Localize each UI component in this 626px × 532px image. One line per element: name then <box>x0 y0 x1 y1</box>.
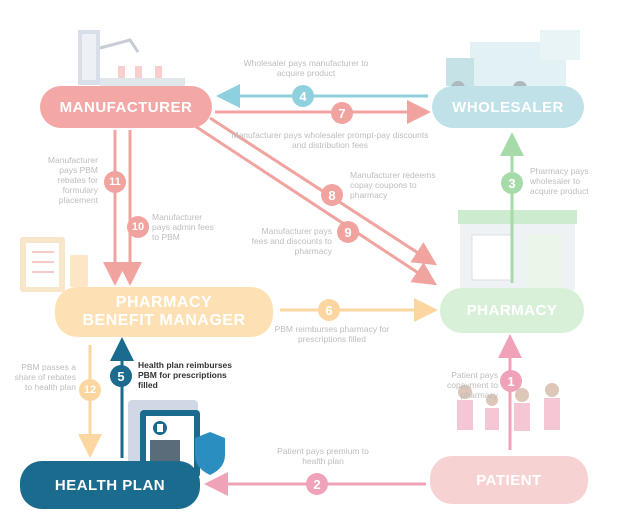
flow-badge-1: 1 <box>500 370 522 392</box>
pharmacy-label: PHARMACY <box>466 302 558 319</box>
flow-badge-4: 4 <box>292 85 314 107</box>
flow-caption-10: Manufacturer pays admin fees to PBM <box>152 212 214 242</box>
patient-label: PATIENT <box>476 471 542 489</box>
flow-caption-6: PBM reimburses pharmacy for prescription… <box>274 324 390 344</box>
patients-icon <box>457 383 560 431</box>
wholesaler-label: WHOLESALER <box>452 98 564 116</box>
manufacturer-label: MANUFACTURER <box>59 98 193 116</box>
flow-badge-6: 6 <box>318 299 340 321</box>
pbm-node: PHARMACY BENEFIT MANAGER <box>55 287 273 337</box>
flow-caption-2: Patient pays premium to health plan <box>277 446 369 466</box>
patient-node: PATIENT <box>430 456 588 504</box>
wholesaler-node: WHOLESALER <box>432 86 584 128</box>
manufacturer-node: MANUFACTURER <box>40 86 212 128</box>
pharmacy-node: PHARMACY <box>440 288 584 333</box>
flow-badge-3: 3 <box>501 172 523 194</box>
health-plan-label: HEALTH PLAN <box>54 476 166 494</box>
shield-icon <box>195 432 225 475</box>
flow-caption-5: Health plan reimburses PBM for prescript… <box>138 360 233 390</box>
flow-badge-12: 12 <box>79 379 101 401</box>
flow-caption-7: Manufacturer pays wholesaler prompt-pay … <box>231 130 429 150</box>
flow-badge-9: 9 <box>337 221 359 243</box>
flow-arrows <box>78 84 524 496</box>
flow-badge-7: 7 <box>331 102 353 124</box>
flow-caption-1: Patient pays copayment to pharmacy <box>446 370 498 400</box>
clipboard-icon <box>20 237 88 292</box>
flow-badge-10: 10 <box>127 216 149 238</box>
health-plan-node: HEALTH PLAN <box>20 461 200 509</box>
flow-badge-11: 11 <box>104 171 126 193</box>
flow-badge-8: 8 <box>321 184 343 206</box>
factory-icon <box>78 30 185 88</box>
pbm-label-line1: PHARMACY <box>115 294 213 311</box>
flow-badge-2: 2 <box>306 473 328 495</box>
storefront-icon <box>458 210 577 290</box>
flow-caption-12: PBM passes a share of rebates to health … <box>14 362 76 392</box>
flow-caption-4: Wholesaler pays manufacturer to acquire … <box>243 58 369 78</box>
flow-caption-11: Manufacturer pays PBM rebates for formul… <box>47 155 98 205</box>
flow-caption-9: Manufacturer pays fees and discounts to … <box>251 226 332 256</box>
pbm-label-line2: BENEFIT MANAGER <box>82 312 246 329</box>
flow-caption-3: Pharmacy pays wholesaler to acquire prod… <box>530 166 589 196</box>
flow-badge-5: 5 <box>110 365 132 387</box>
flow-caption-8: Manufacturer redeems copay coupons to ph… <box>350 170 436 200</box>
